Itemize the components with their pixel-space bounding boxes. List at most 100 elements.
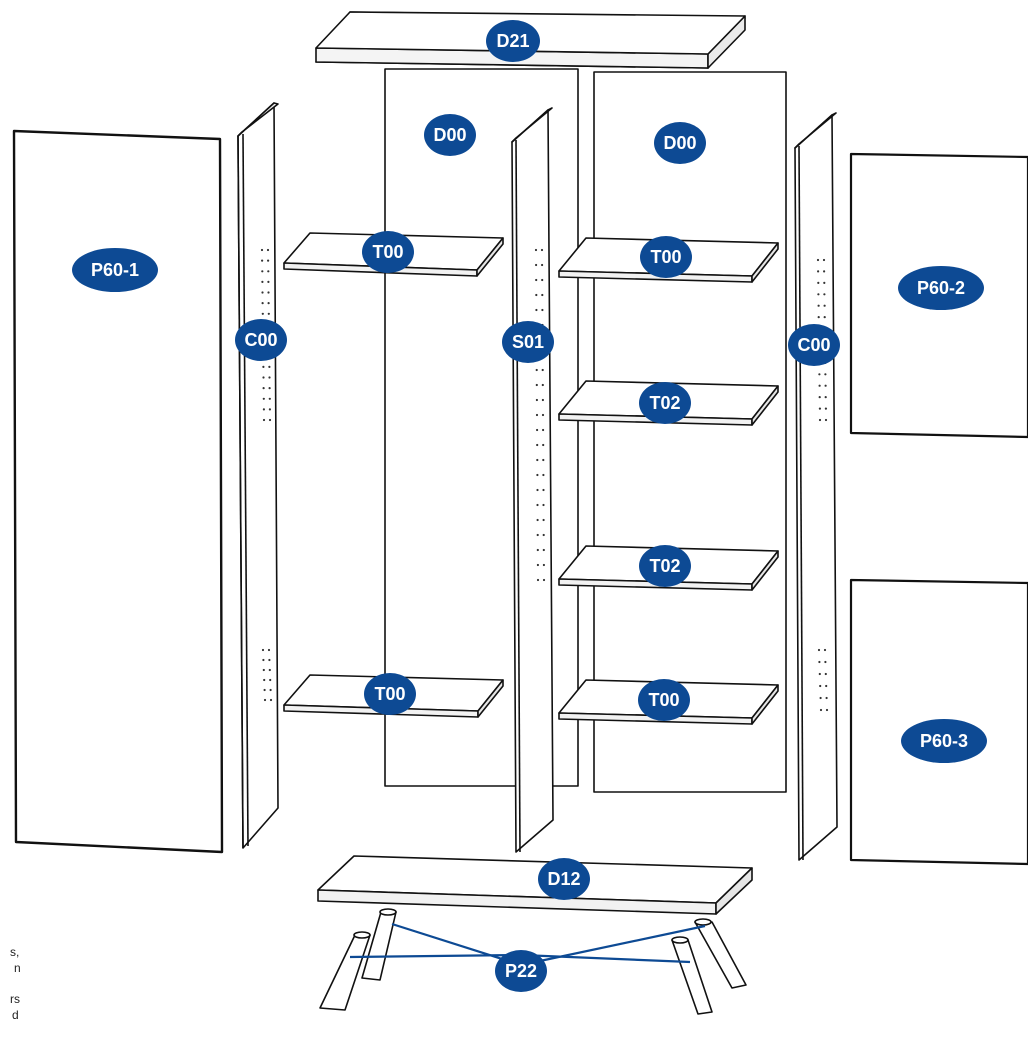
dowel-hole	[536, 563, 540, 567]
dowel-hole	[541, 368, 544, 372]
dowel-hole	[263, 698, 267, 702]
dowel-hole	[268, 418, 272, 422]
dowel-hole	[824, 407, 828, 410]
dowel-hole	[823, 648, 827, 652]
dowel-hole	[818, 384, 821, 387]
dowel-hole	[268, 408, 271, 411]
dowel-hole	[268, 365, 271, 368]
dowel-hole	[536, 428, 539, 432]
dowel-hole	[823, 270, 826, 273]
badge-shelf-left-bottom: T00	[364, 673, 416, 715]
dowel-hole	[536, 503, 539, 507]
svg-text:D00: D00	[663, 133, 696, 153]
dowel-hole	[817, 648, 821, 652]
dowel-hole	[267, 291, 270, 294]
dowel-hole	[261, 648, 265, 652]
dowel-hole	[819, 684, 822, 688]
badge-shelf-right-mid1: T02	[639, 382, 691, 424]
badge-side-left: C00	[235, 319, 287, 361]
dowel-hole	[269, 698, 273, 702]
dowel-hole	[536, 578, 540, 582]
dowel-hole	[816, 258, 820, 262]
dowel-hole	[536, 443, 539, 447]
dowel-hole	[542, 488, 545, 492]
edge-text-3: rs	[10, 992, 20, 1006]
leg-leader-lines	[349, 922, 706, 967]
dowel-hole	[262, 658, 265, 662]
dowel-hole	[535, 383, 538, 387]
dowel-hole	[822, 258, 826, 262]
edge-text-1: s,	[10, 945, 20, 959]
dowel-hole	[819, 696, 822, 700]
dowel-hole	[535, 293, 538, 297]
dowel-hole	[817, 304, 820, 307]
dowel-hole	[818, 418, 822, 422]
dowel-hole	[269, 678, 272, 682]
dowel-hole	[261, 302, 264, 305]
dowel-hole	[818, 660, 821, 664]
dowel-hole	[541, 293, 544, 297]
svg-text:T00: T00	[650, 247, 681, 267]
dowel-hole	[535, 368, 538, 372]
dowel-hole	[263, 688, 266, 692]
dowel-hole	[540, 248, 544, 252]
badge-shelf-right-mid2: T02	[639, 545, 691, 587]
dowel-hole	[267, 312, 270, 315]
dowel-hole	[261, 280, 264, 283]
dowel-hole	[536, 488, 539, 492]
dowel-hole	[261, 270, 264, 273]
badge-shelf-right-bottom: T00	[638, 679, 690, 721]
dowel-hole	[542, 533, 545, 537]
dowel-hole	[261, 259, 264, 262]
dowel-hole	[268, 376, 271, 379]
dowel-hole	[823, 304, 826, 307]
dowel-hole	[536, 473, 539, 477]
svg-text:D00: D00	[433, 125, 466, 145]
dowel-hole	[825, 684, 828, 688]
dowel-hole	[535, 398, 539, 402]
dowel-hole	[267, 270, 270, 273]
badge-back-left: D00	[424, 114, 476, 156]
svg-text:P60-2: P60-2	[917, 278, 965, 298]
svg-text:T00: T00	[374, 684, 405, 704]
dowel-hole	[542, 548, 545, 552]
dowel-hole	[536, 548, 539, 552]
svg-text:P60-1: P60-1	[91, 260, 139, 280]
badge-base: D12	[538, 858, 590, 900]
badge-shelf-right-top: T00	[640, 236, 692, 278]
dowel-hole	[267, 648, 271, 652]
dowel-hole	[542, 458, 545, 462]
dowel-hole	[534, 248, 538, 252]
dowel-hole	[541, 383, 544, 387]
dowel-hole	[266, 248, 270, 252]
dowel-hole	[262, 387, 265, 390]
dowel-hole	[268, 668, 271, 672]
badge-door-right-bottom: P60-3	[901, 719, 987, 763]
dowel-hole	[262, 365, 265, 368]
dowel-hole	[542, 443, 545, 447]
badge-top: D21	[486, 20, 540, 62]
dowel-hole	[542, 503, 545, 507]
svg-text:C00: C00	[244, 330, 277, 350]
dowel-hole	[542, 428, 545, 432]
dowel-hole	[536, 533, 539, 537]
dowel-hole	[817, 281, 820, 284]
badge-shelf-left-top: T00	[362, 231, 414, 273]
leg-front-right	[671, 936, 713, 1015]
dowel-hole	[817, 293, 820, 296]
dowel-hole	[261, 291, 264, 294]
dowel-hole	[542, 578, 546, 582]
dowel-hole	[268, 397, 271, 400]
dowel-hole	[542, 473, 545, 477]
dowel-hole	[817, 316, 820, 319]
dowel-hole	[825, 696, 828, 700]
dowel-hole	[262, 408, 265, 411]
dowel-hole	[824, 396, 827, 399]
dowel-hole	[818, 407, 822, 410]
dowel-hole	[263, 678, 266, 682]
dowel-hole	[267, 259, 270, 262]
dowel-hole	[535, 263, 538, 267]
svg-text:T00: T00	[372, 242, 403, 262]
dowel-hole	[542, 518, 545, 522]
dowel-hole	[824, 384, 827, 387]
